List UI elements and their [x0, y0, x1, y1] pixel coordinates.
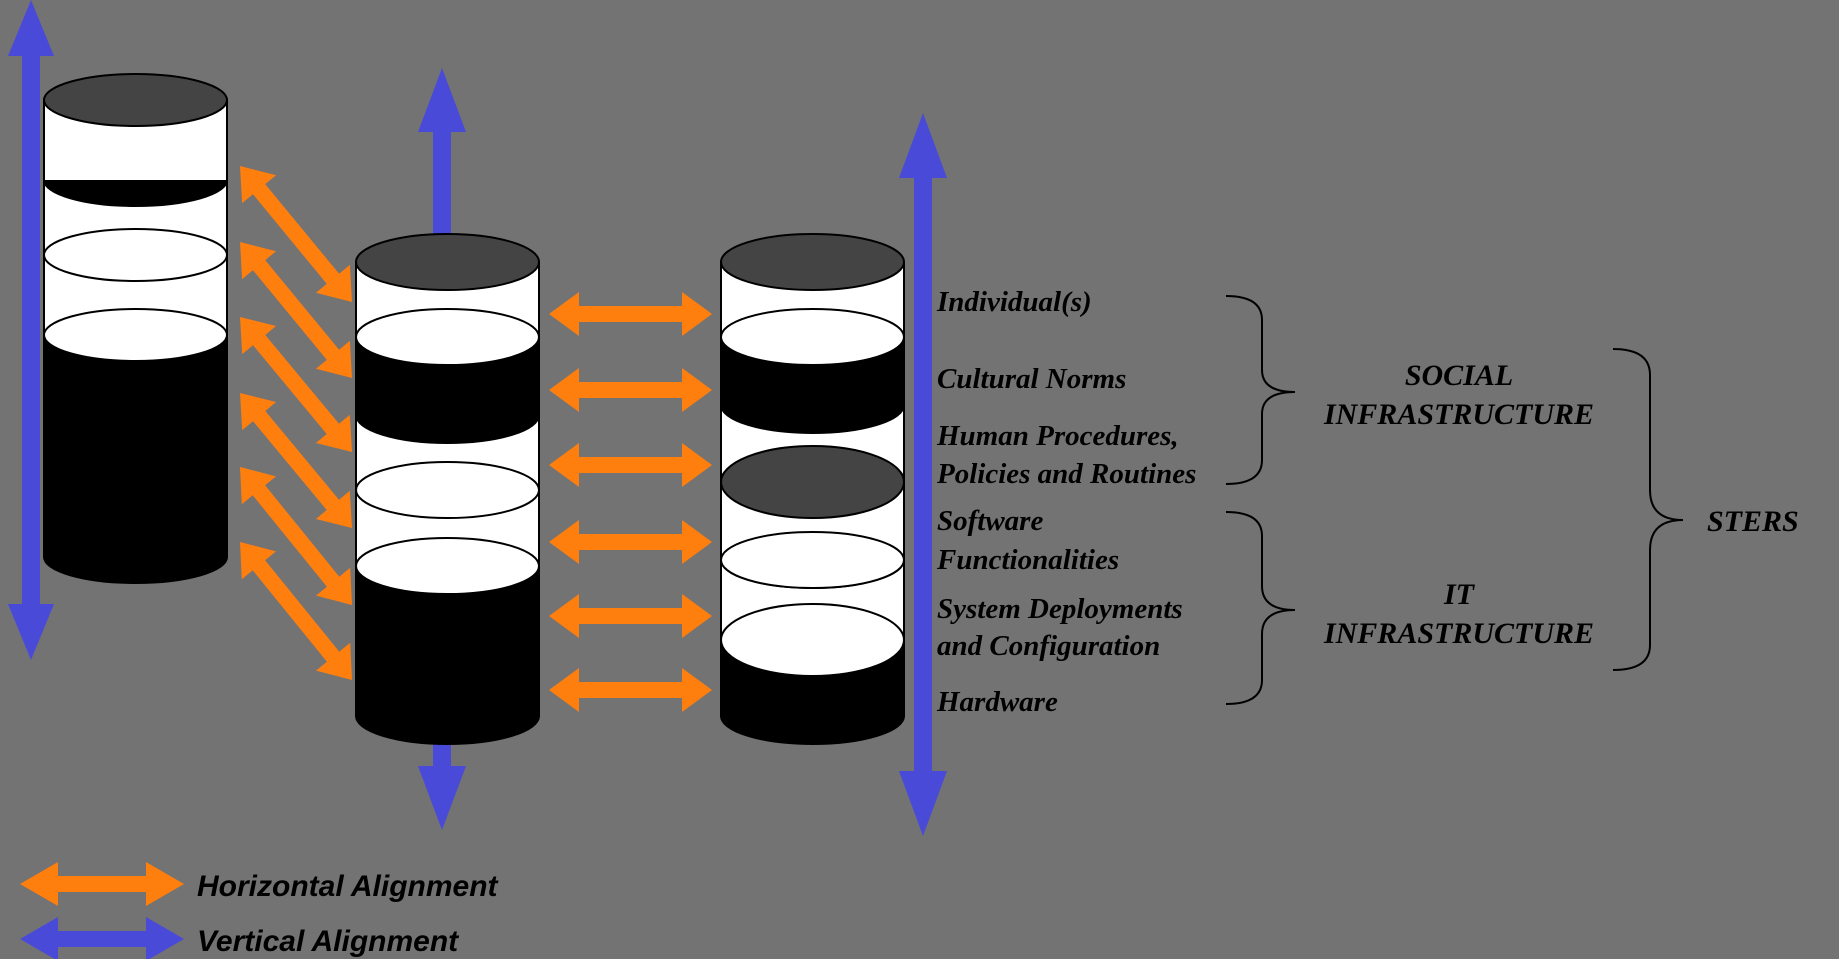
horizontal-arrows — [549, 292, 712, 712]
legend: Horizontal Alignment Vertical Alignment — [20, 862, 500, 959]
group-label-social-line1: SOCIAL — [1405, 359, 1513, 392]
horizontal-arrow-3 — [549, 443, 712, 487]
vertical-arrow-left — [8, 0, 54, 660]
group-label-sters: STERS — [1707, 505, 1799, 538]
curly-brace-sters — [1612, 348, 1684, 671]
layer-label-human-procedures-line2: Policies and Routines — [936, 458, 1196, 490]
diagonal-horizontal-arrows — [240, 166, 352, 680]
diagonal-arrow-5 — [240, 467, 352, 605]
layer-label-cultural-norms: Cultural Norms — [937, 363, 1126, 395]
curly-brace-social — [1225, 295, 1296, 485]
vertical-arrow-right — [899, 113, 947, 836]
horizontal-arrow-5 — [549, 594, 712, 638]
curly-brace-it — [1225, 511, 1296, 705]
layer-label-system-deployments-line2: and Configuration — [937, 630, 1160, 662]
diagonal-arrow-2 — [240, 242, 352, 378]
cylinder-center — [355, 233, 540, 745]
diagonal-arrow-1 — [240, 166, 352, 302]
horizontal-arrow-4 — [549, 520, 712, 564]
diagonal-arrow-6 — [240, 542, 352, 680]
group-label-it-line1: IT — [1443, 578, 1476, 611]
legend-horizontal-arrow-icon — [20, 862, 184, 906]
legend-horizontal-label: Horizontal Alignment — [197, 870, 500, 903]
horizontal-arrow-6 — [549, 668, 712, 712]
cylinder-right — [720, 233, 905, 745]
legend-vertical-arrow-icon — [20, 917, 184, 959]
horizontal-arrow-2 — [549, 368, 712, 412]
layer-label-software-line2: Functionalities — [936, 544, 1119, 576]
layer-label-software-line1: Software — [937, 505, 1043, 537]
layer-label-individuals: Individual(s) — [936, 286, 1092, 318]
legend-vertical-label: Vertical Alignment — [197, 925, 460, 958]
layer-label-hardware: Hardware — [936, 686, 1058, 718]
group-label-it-line2: INFRASTRUCTURE — [1323, 617, 1594, 650]
layer-label-human-procedures-line1: Human Procedures, — [936, 420, 1179, 452]
cylinder-left — [43, 73, 228, 584]
diagonal-arrow-4 — [240, 393, 352, 528]
diagonal-arrow-3 — [240, 317, 352, 452]
group-label-social-line2: INFRASTRUCTURE — [1323, 398, 1594, 431]
horizontal-arrow-1 — [549, 292, 712, 336]
layer-label-system-deployments-line1: System Deployments — [937, 593, 1183, 625]
